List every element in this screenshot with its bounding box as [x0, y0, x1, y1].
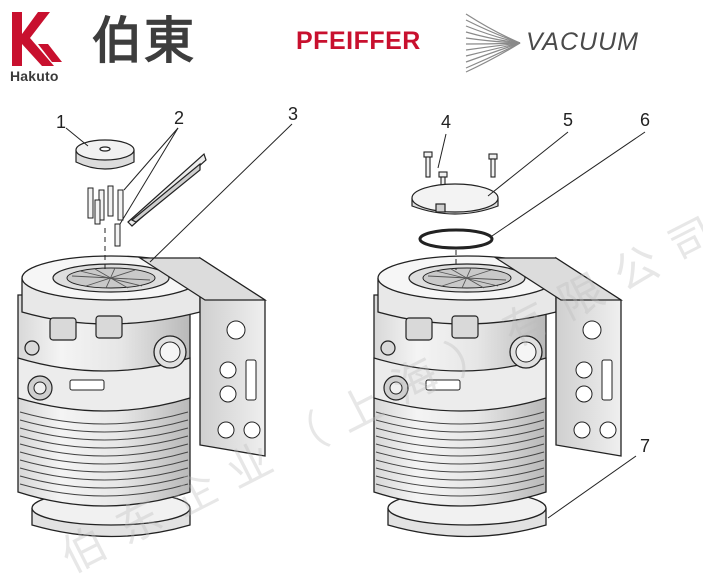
pin-set	[87, 185, 124, 247]
pfeiffer-product: VACUUM	[526, 28, 639, 56]
callout-5: 5	[563, 110, 574, 130]
company-name-cjk: 伯東	[92, 11, 196, 70]
pump-exploded-diagram	[17, 123, 646, 538]
inlet-cap	[75, 139, 135, 170]
callout-2: 2	[174, 108, 185, 128]
o-ring	[418, 228, 494, 250]
callout-6: 6	[640, 110, 651, 130]
diagram-canvas: Hakuto 伯東 PFEIFFER VACUUM	[8, 8, 703, 583]
callout-1: 1	[56, 112, 67, 132]
cover-plate	[411, 183, 499, 215]
callout-7: 7	[640, 436, 651, 456]
tweezers	[127, 152, 207, 227]
hakuto-logo-mark	[12, 12, 62, 66]
pfeiffer-swoosh-icon	[465, 13, 521, 73]
callout-3: 3	[288, 104, 299, 124]
hakuto-logo: Hakuto	[8, 8, 78, 88]
pfeiffer-brand: PFEIFFER	[296, 27, 421, 55]
callout-4: 4	[441, 112, 452, 132]
hakuto-wordmark: Hakuto	[10, 68, 59, 84]
